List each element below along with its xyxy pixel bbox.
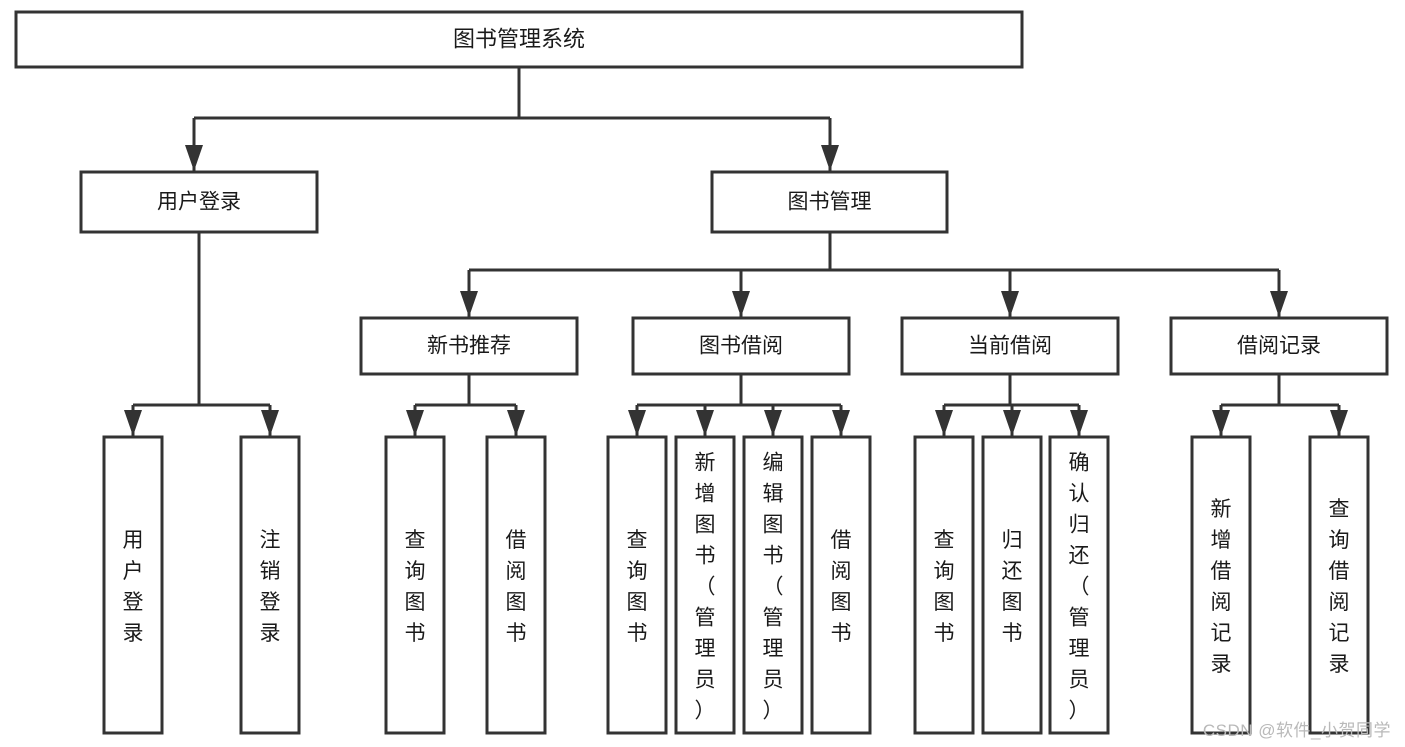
arrow-head-icon (124, 410, 142, 436)
node-label: 图书管理系统 (453, 26, 585, 51)
node-leaf-leaf-query-book-rec[interactable]: 查询图书 (384, 435, 446, 735)
node-level3-borrow-record[interactable]: 借阅记录 (1169, 316, 1389, 376)
node-label-vertical: 注销登录 (260, 529, 281, 645)
node-label: 图书借阅 (699, 335, 783, 358)
node-label-vertical: 借阅图书 (506, 529, 527, 645)
node-box (981, 435, 1043, 735)
node-level3-new-book-recommend[interactable]: 新书推荐 (359, 316, 579, 376)
node-label-vertical: 查询借阅记录 (1329, 498, 1350, 676)
node-level3-book-borrow[interactable]: 图书借阅 (631, 316, 851, 376)
node-label: 用户登录 (157, 191, 241, 214)
node-box (14, 10, 1024, 69)
node-leaf-leaf-add-book[interactable]: 新增图书（管理员） (674, 435, 736, 735)
node-level2-user-login[interactable]: 用户登录 (79, 170, 319, 234)
arrow-head-icon (1001, 291, 1019, 317)
node-box (239, 435, 301, 735)
node-label-vertical: 查询图书 (405, 529, 426, 645)
node-label: 新书推荐 (427, 335, 511, 358)
node-label-vertical: 归还图书 (1002, 529, 1023, 645)
arrow-head-icon (1003, 410, 1021, 436)
node-box (102, 435, 164, 735)
arrow-head-icon (732, 291, 750, 317)
arrow-head-icon (460, 291, 478, 317)
node-leaf-leaf-return-book[interactable]: 归还图书 (981, 435, 1043, 735)
node-label-vertical: 借阅图书 (831, 529, 852, 645)
node-box (900, 316, 1120, 376)
node-box (710, 170, 949, 234)
arrow-head-icon (1330, 410, 1348, 436)
node-leaf-leaf-user-login[interactable]: 用户登录 (102, 435, 164, 735)
arrow-head-icon (832, 410, 850, 436)
arrow-head-icon (185, 145, 203, 171)
node-box (606, 435, 668, 735)
node-box (485, 435, 547, 735)
node-leaf-leaf-query-book-current[interactable]: 查询图书 (913, 435, 975, 735)
arrow-head-icon (1212, 410, 1230, 436)
node-box (1190, 435, 1252, 735)
node-label-vertical: 编辑图书（管理员） (763, 452, 784, 723)
node-leaf-leaf-borrow-book-rec[interactable]: 借阅图书 (485, 435, 547, 735)
node-level3-current-borrow[interactable]: 当前借阅 (900, 316, 1120, 376)
node-box (742, 435, 804, 735)
arrow-head-icon (935, 410, 953, 436)
node-box (384, 435, 446, 735)
node-label-vertical: 查询图书 (627, 529, 648, 645)
arrow-head-icon (628, 410, 646, 436)
watermark-label: CSDN @软件_小贺同学 (1202, 721, 1391, 740)
arrow-head-icon (1270, 291, 1288, 317)
node-level2-book-manage[interactable]: 图书管理 (710, 170, 949, 234)
node-label-vertical: 查询图书 (934, 529, 955, 645)
node-leaf-leaf-query-book-borrow[interactable]: 查询图书 (606, 435, 668, 735)
arrow-head-icon (764, 410, 782, 436)
node-label: 当前借阅 (968, 335, 1052, 358)
node-leaf-leaf-query-record[interactable]: 查询借阅记录 (1308, 435, 1370, 735)
node-box (359, 316, 579, 376)
node-label-vertical: 新增借阅记录 (1211, 498, 1232, 676)
arrow-head-icon (821, 145, 839, 171)
node-label: 借阅记录 (1237, 335, 1321, 358)
node-box (631, 316, 851, 376)
node-leaf-leaf-borrow-book[interactable]: 借阅图书 (810, 435, 872, 735)
connector-layer (124, 67, 1348, 436)
node-box (913, 435, 975, 735)
node-leaf-leaf-confirm-return[interactable]: 确认归还（管理员） (1048, 435, 1110, 735)
node-box (674, 435, 736, 735)
node-label-vertical: 新增图书（管理员） (695, 452, 716, 723)
arrow-head-icon (406, 410, 424, 436)
node-label-vertical: 用户登录 (123, 529, 144, 645)
node-box (1308, 435, 1370, 735)
node-leaf-leaf-edit-book[interactable]: 编辑图书（管理员） (742, 435, 804, 735)
arrow-head-icon (261, 410, 279, 436)
node-leaf-leaf-add-record[interactable]: 新增借阅记录 (1190, 435, 1252, 735)
node-root-root[interactable]: 图书管理系统 (14, 10, 1024, 69)
node-box (810, 435, 872, 735)
node-label: 图书管理 (788, 191, 872, 214)
node-layer: 图书管理系统用户登录图书管理新书推荐图书借阅当前借阅借阅记录用户登录注销登录查询… (14, 10, 1389, 735)
arrow-head-icon (696, 410, 714, 436)
node-box (1048, 435, 1110, 735)
node-label-vertical: 确认归还（管理员） (1069, 452, 1090, 723)
node-leaf-leaf-logout[interactable]: 注销登录 (239, 435, 301, 735)
node-box (1169, 316, 1389, 376)
arrow-head-icon (507, 410, 525, 436)
arrow-head-icon (1070, 410, 1088, 436)
node-box (79, 170, 319, 234)
